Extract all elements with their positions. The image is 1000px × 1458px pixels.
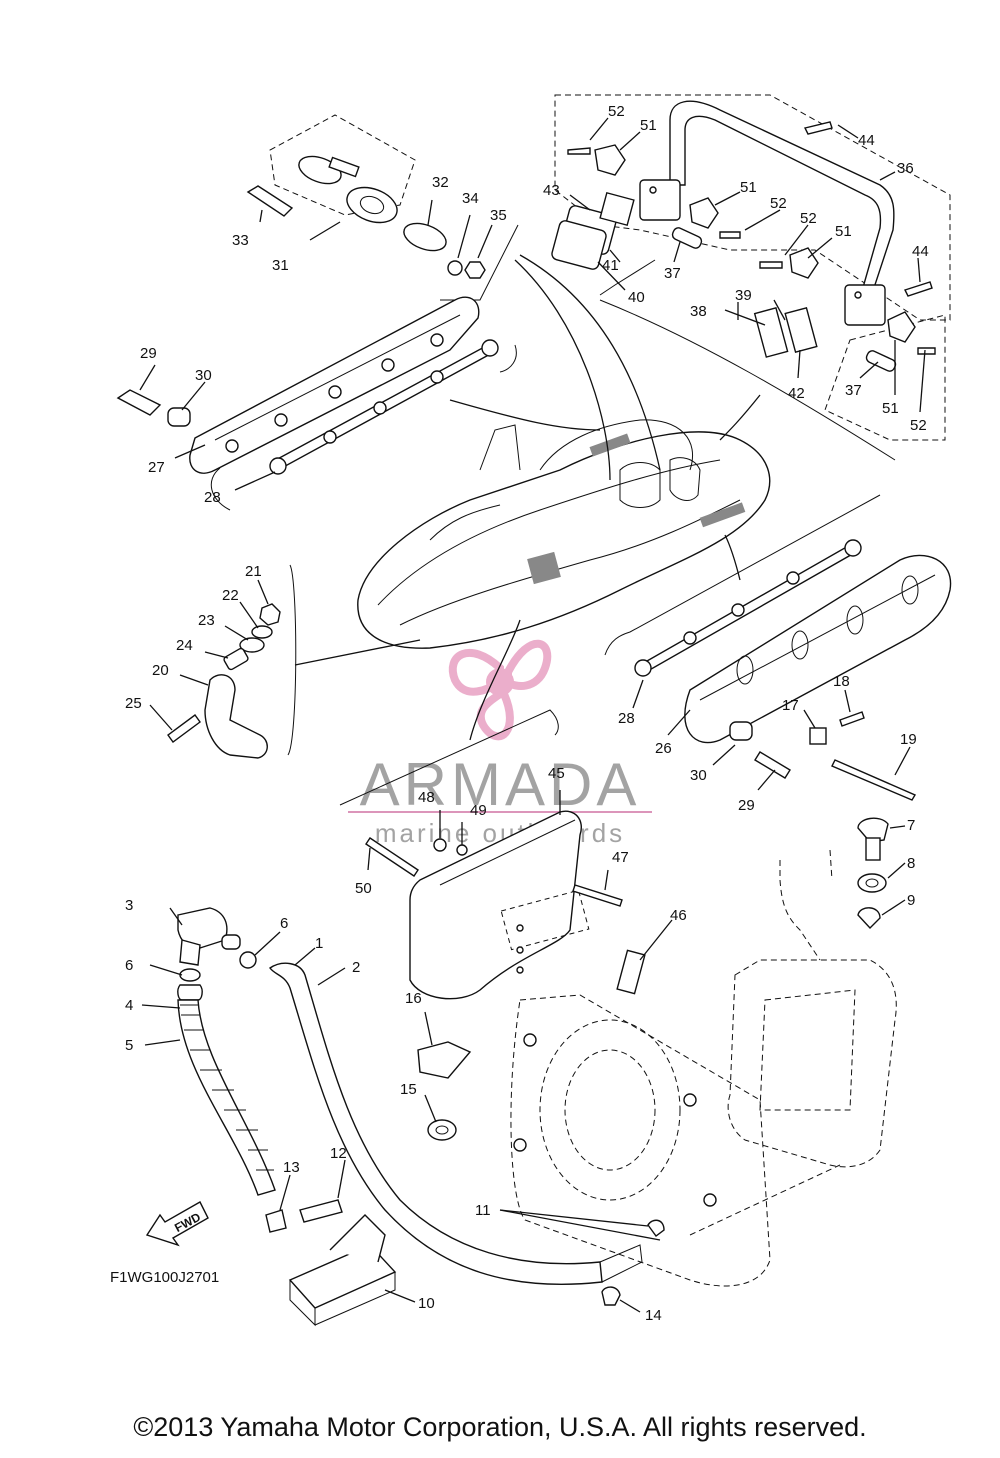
- pump-housing: [510, 849, 897, 1287]
- callout-32: 32: [432, 174, 449, 191]
- brackets: [639, 179, 886, 326]
- group-20-25: [149, 564, 297, 759]
- callout-23: 23: [198, 612, 215, 629]
- group-7-9: [857, 817, 906, 930]
- callout-48: 48: [418, 789, 435, 806]
- callout-40: 40: [628, 289, 645, 306]
- callout-17: 17: [782, 697, 799, 714]
- callout-52b: 52: [770, 195, 787, 212]
- group-27-30: [116, 296, 517, 511]
- callout-29b: 29: [738, 797, 755, 814]
- callout-14: 14: [645, 1307, 662, 1324]
- callout-37b: 37: [845, 382, 862, 399]
- callout-50: 50: [355, 880, 372, 897]
- callout-5: 5: [125, 1037, 133, 1054]
- callout-44a: 44: [858, 132, 875, 149]
- callout-12: 12: [330, 1145, 347, 1162]
- callout-29a: 29: [140, 345, 157, 362]
- callout-28b: 28: [618, 710, 635, 727]
- group-1-16: [141, 907, 665, 1327]
- callout-27: 27: [148, 459, 165, 476]
- group-45-50: [339, 709, 673, 1000]
- copyright-notice: ©2013 Yamaha Motor Corporation, U.S.A. A…: [133, 1412, 867, 1442]
- callout-36: 36: [897, 160, 914, 177]
- group-leaders: [294, 254, 761, 741]
- callout-33: 33: [232, 232, 249, 249]
- callout-19: 19: [900, 731, 917, 748]
- callout-16: 16: [405, 990, 422, 1007]
- callout-15: 15: [400, 1081, 417, 1098]
- callout-6b: 6: [280, 915, 288, 932]
- callout-1: 1: [315, 935, 323, 952]
- callout-52c: 52: [800, 210, 817, 227]
- callout-25: 25: [125, 695, 142, 712]
- callout-8: 8: [907, 855, 915, 872]
- callout-11: 11: [475, 1202, 491, 1219]
- callout-7: 7: [907, 817, 915, 834]
- callout-43: 43: [543, 182, 560, 199]
- callout-49: 49: [470, 802, 487, 819]
- callout-37a: 37: [664, 265, 681, 282]
- callout-51c: 51: [835, 223, 852, 240]
- hull-watercraft: [357, 419, 771, 649]
- callout-44b: 44: [912, 243, 929, 260]
- callout-45: 45: [548, 765, 565, 782]
- screws: [567, 121, 936, 355]
- callout-38: 38: [690, 303, 707, 320]
- callout-18: 18: [833, 673, 850, 690]
- callout-9: 9: [907, 892, 915, 909]
- callout-22: 22: [222, 587, 239, 604]
- propeller-logo-icon: [448, 639, 552, 741]
- callout-47: 47: [612, 849, 629, 866]
- callout-2: 2: [352, 959, 360, 976]
- callout-30a: 30: [195, 367, 212, 384]
- callout-35: 35: [490, 207, 507, 224]
- callout-41: 41: [602, 257, 619, 274]
- callout-10: 10: [418, 1295, 435, 1312]
- callout-21: 21: [245, 563, 262, 580]
- callout-34: 34: [462, 190, 479, 207]
- callout-26: 26: [655, 740, 672, 757]
- callout-42: 42: [788, 385, 805, 402]
- callout-3: 3: [125, 897, 133, 914]
- callout-46: 46: [670, 907, 687, 924]
- callout-51b: 51: [740, 179, 757, 196]
- watermark-brand: ARMADA: [360, 751, 641, 818]
- callout-13: 13: [283, 1159, 300, 1176]
- callout-28a: 28: [204, 489, 221, 506]
- group-17-30-right: [604, 494, 952, 801]
- callout-51d: 51: [882, 400, 899, 417]
- callout-31: 31: [272, 257, 289, 274]
- callout-39: 39: [735, 287, 752, 304]
- callout-51a: 51: [640, 117, 657, 134]
- callout-52d: 52: [910, 417, 927, 434]
- callout-20: 20: [152, 662, 169, 679]
- figure-code: F1WG100J2701: [110, 1269, 219, 1286]
- rail-pins: [225, 333, 444, 453]
- callout-24: 24: [176, 637, 193, 654]
- watermark: ARMADA marine outboards: [348, 639, 652, 848]
- parts-diagram: ARMADA marine outboards: [110, 94, 952, 1327]
- callout-labels: 1 2 3 4 5 6 6 7 8 9 10 11 12 13 14 15 16…: [125, 103, 929, 1324]
- group-36-52: [551, 94, 951, 461]
- callout-6a: 6: [125, 957, 133, 974]
- fwd-arrow-icon: FWD: [145, 1201, 209, 1247]
- callout-52a: 52: [608, 103, 625, 120]
- callout-4: 4: [125, 997, 133, 1014]
- group-31-35: [246, 114, 519, 301]
- callout-30b: 30: [690, 767, 707, 784]
